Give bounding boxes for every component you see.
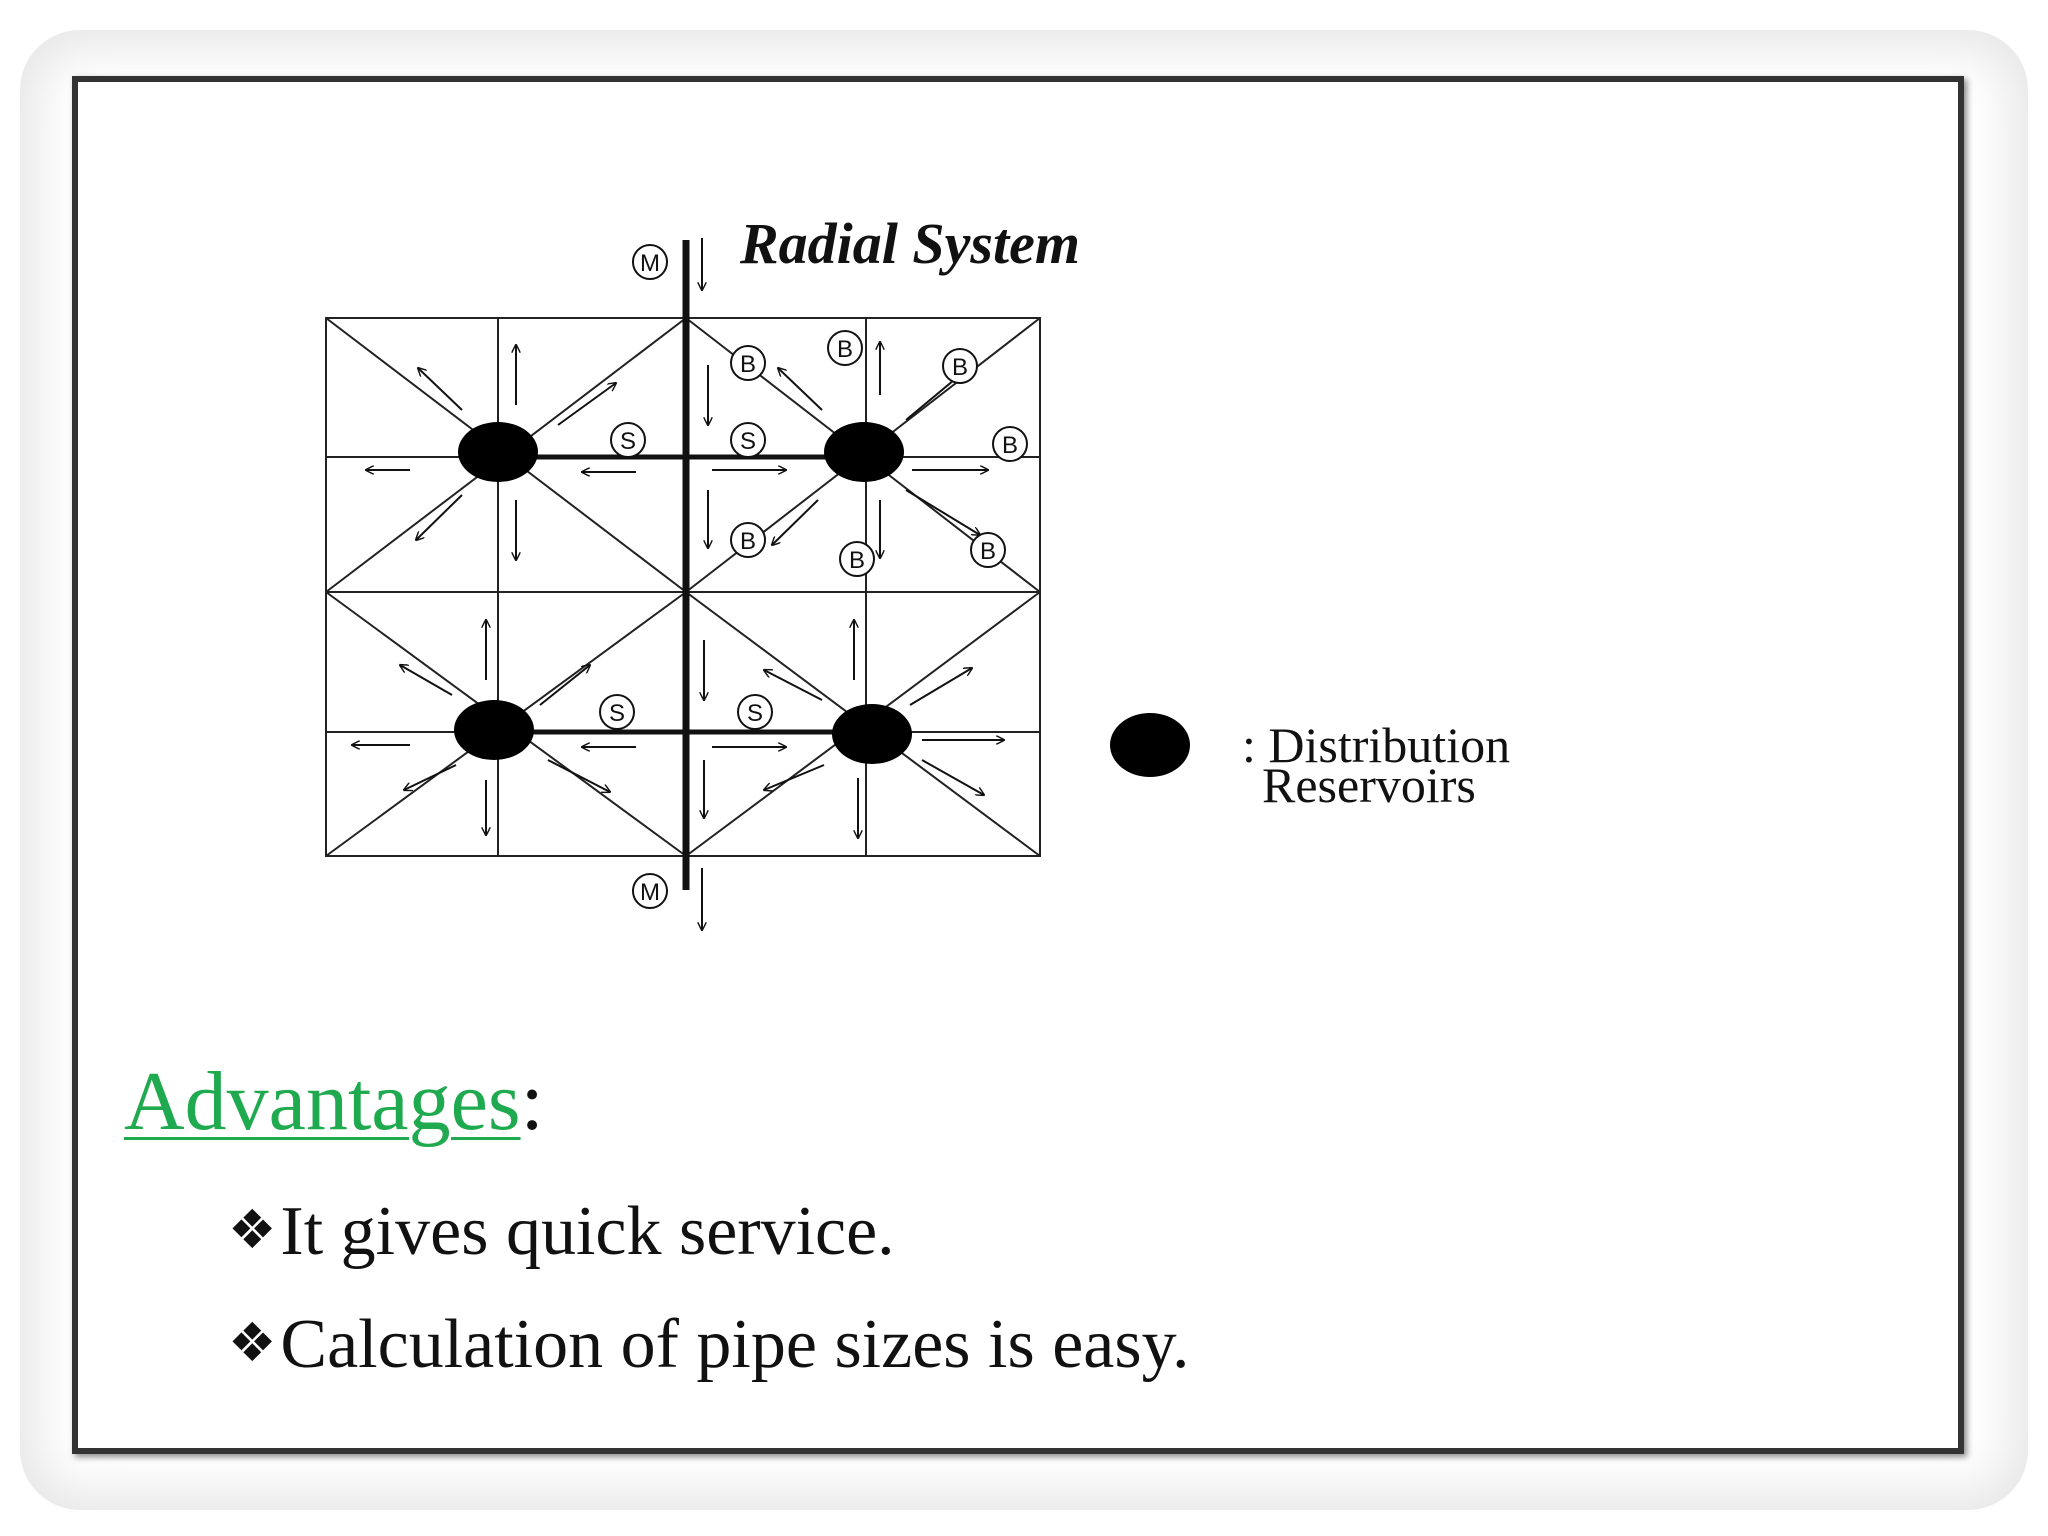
branch-marker-label: B	[980, 538, 996, 565]
branch-marker-label: B	[837, 336, 853, 363]
branch-marker: B	[942, 348, 978, 384]
advantage-text: It gives quick service.	[280, 1193, 895, 1270]
sub-marker-label: S	[740, 428, 756, 455]
sub-main-pipes	[496, 454, 866, 735]
branch-marker-label: B	[849, 547, 865, 574]
sub-marker: S	[599, 694, 635, 730]
branch-marker-label: B	[1002, 432, 1018, 459]
flow-arrows	[352, 238, 1004, 930]
branch-marker-label: B	[740, 528, 756, 555]
sub-marker-label: S	[747, 700, 763, 727]
branch-marker: B	[992, 426, 1028, 462]
main-marker-bottom: M	[632, 873, 668, 909]
sub-marker-label: S	[620, 428, 636, 455]
sub-marker: S	[610, 422, 646, 458]
legend-label-line-2: Reservoirs	[1242, 760, 1476, 810]
branch-marker: B	[839, 541, 875, 577]
main-marker-top: M	[632, 244, 668, 280]
advantages-heading-colon: :	[520, 1055, 544, 1148]
branch-marker-label: B	[740, 351, 756, 378]
main-marker-label: M	[640, 879, 660, 906]
branch-marker: B	[827, 330, 863, 366]
advantage-item: ❖It gives quick service.	[228, 1197, 895, 1267]
node-markers: M M S S S S B B	[599, 244, 1028, 909]
legend-text-1: Distribution	[1268, 717, 1511, 773]
advantages-heading-word: Advantages	[124, 1055, 521, 1148]
branch-marker: B	[730, 522, 766, 558]
main-marker-label: M	[640, 250, 660, 277]
sub-marker: S	[737, 694, 773, 730]
slide-frame	[72, 76, 1964, 1454]
diamond-bullet-icon: ❖	[228, 1198, 277, 1261]
branch-marker: B	[730, 345, 766, 381]
legend-text-2: Reservoirs	[1262, 757, 1476, 813]
advantage-text: Calculation of pipe sizes is easy.	[280, 1306, 1190, 1383]
legend-separator: :	[1242, 717, 1256, 773]
branch-marker: B	[970, 532, 1006, 568]
legend-label-line-1: : Distribution	[1242, 720, 1510, 770]
advantage-item: ❖Calculation of pipe sizes is easy.	[228, 1310, 1190, 1380]
diagram-title: Radial System	[740, 211, 1080, 276]
reservoir-dots	[454, 422, 912, 764]
branch-marker-label: B	[952, 354, 968, 381]
legend-dot	[1110, 713, 1190, 777]
advantages-heading: Advantages:	[124, 1060, 544, 1144]
diamond-bullet-icon: ❖	[228, 1311, 277, 1374]
sub-marker-label: S	[609, 700, 625, 727]
sub-marker: S	[730, 422, 766, 458]
